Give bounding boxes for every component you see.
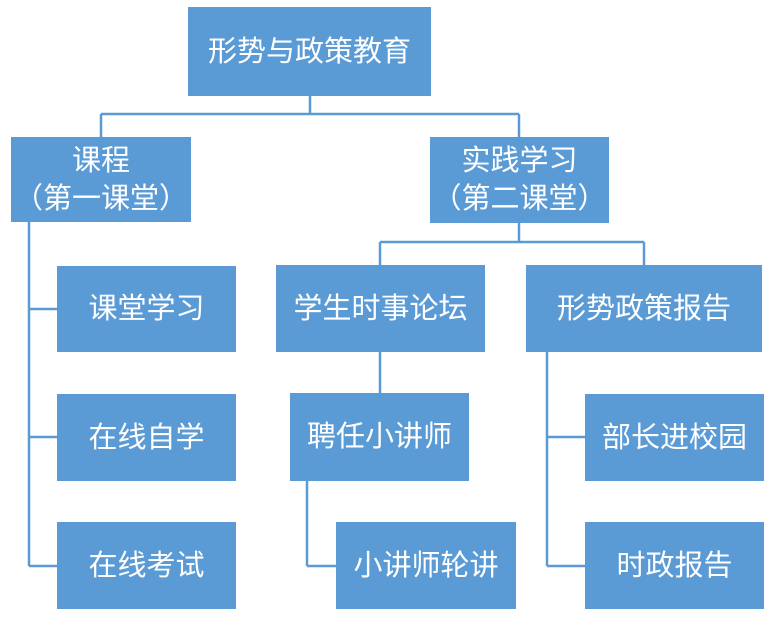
report-child-label: 时政报告 <box>616 547 733 582</box>
practice-label: 实践学习 <box>461 143 578 178</box>
root-label: 形势与政策教育 <box>207 33 411 68</box>
root-node[interactable]: 形势与政策教育 <box>188 7 431 96</box>
course-child-label: 课堂学习 <box>88 291 205 326</box>
course-child-online-exam[interactable]: 在线考试 <box>57 522 236 609</box>
course-label: 课程 <box>71 142 130 177</box>
report-label: 形势政策报告 <box>556 290 731 325</box>
report-child-label: 部长进校园 <box>601 419 747 454</box>
practice-sublabel: （第二课堂） <box>432 181 607 215</box>
course-child-label: 在线自学 <box>88 419 205 454</box>
forum-child-hire-lecturer[interactable]: 聘任小讲师 <box>290 393 469 481</box>
forum-label: 学生时事论坛 <box>293 290 468 325</box>
forum-child-label: 聘任小讲师 <box>306 419 452 454</box>
forum-child-lecture-rotation[interactable]: 小讲师轮讲 <box>336 522 516 609</box>
course-sublabel: （第一课堂） <box>13 180 188 215</box>
forum-child-label: 小讲师轮讲 <box>353 547 499 582</box>
report-child-current-affairs[interactable]: 时政报告 <box>585 522 764 609</box>
course-child-classroom-study[interactable]: 课堂学习 <box>57 266 236 352</box>
course-child-label: 在线考试 <box>88 547 205 582</box>
forum-node[interactable]: 学生时事论坛 <box>276 265 485 352</box>
course-node[interactable]: 课程 （第一课堂） <box>11 137 191 222</box>
report-child-minister-visit[interactable]: 部长进校园 <box>585 394 764 481</box>
practice-node[interactable]: 实践学习 （第二课堂） <box>430 137 609 223</box>
report-node[interactable]: 形势政策报告 <box>526 265 762 352</box>
course-child-online-self-study[interactable]: 在线自学 <box>57 394 236 481</box>
